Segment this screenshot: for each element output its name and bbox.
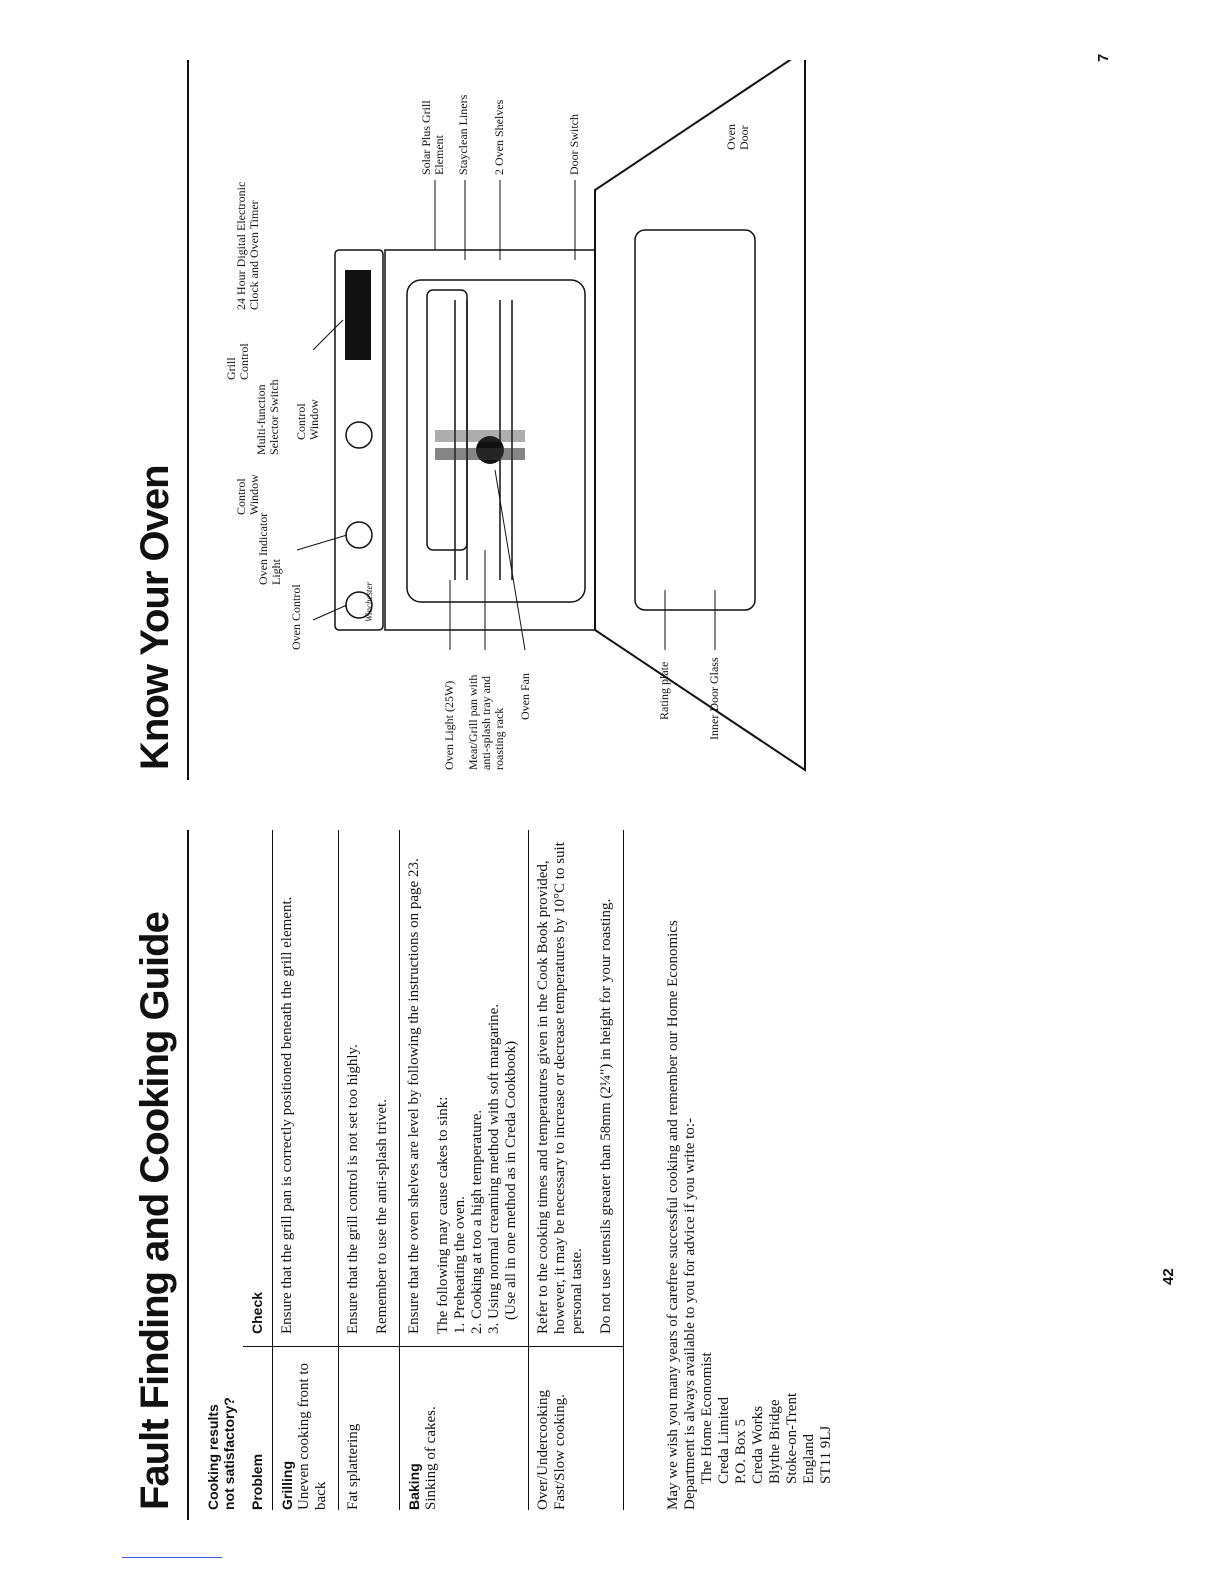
fault-finding-panel: Fault Finding and Cooking Guide Cooking … — [125, 820, 834, 1520]
problem-text: Over/Undercooking Fast/Slow cooking. — [535, 1390, 568, 1510]
label-control-window-2: Control Window — [294, 399, 321, 440]
section-subheading: Cooking results not satisfactory? — [205, 1397, 237, 1510]
check-text: Ensure that the grill control is not set… — [345, 1044, 361, 1334]
table-header-row: Problem Check — [243, 830, 273, 1510]
label-solar-plus: Solar Plus Grill Element — [419, 100, 446, 175]
address-line: P.O. Box 5 — [733, 1418, 749, 1484]
control-panel-outline — [334, 249, 384, 631]
clock-display — [345, 270, 371, 360]
group-label-grilling: Grilling — [279, 1461, 295, 1510]
label-grill-control: Grill Control — [224, 343, 251, 380]
problem-text: Uneven cooking front to back — [296, 1362, 329, 1510]
oven-diagram: Oven Control Oven Indicator Light Contro… — [195, 48, 885, 780]
closing-paragraph: May we wish you many years of carefree s… — [665, 910, 835, 1510]
check-text: Remember to use the anti-splash trivet. — [374, 1099, 390, 1334]
page-title: Know Your Oven — [133, 465, 177, 770]
label-oven-fan: Oven Fan — [518, 673, 532, 720]
oven-door-outline — [594, 48, 806, 772]
list-item: 3. Using normal creaming method with sof… — [486, 1003, 502, 1334]
column-header-check: Check — [243, 830, 273, 1347]
page-number-right: 7 — [1095, 53, 1112, 62]
fault-finding-table: Problem Check Grilling Uneven cooking fr… — [243, 830, 624, 1510]
title-rule — [187, 60, 189, 780]
problem-text: Fat splattering — [345, 1423, 361, 1510]
list-note: (Use all in one method as in Creda Cookb… — [503, 1040, 519, 1320]
group-label-baking: Baking — [406, 1463, 422, 1510]
address-line: ST11 9LJ — [818, 1425, 834, 1484]
list-item: 1. Preheating the oven. — [452, 1196, 468, 1334]
address-line: Creda Works — [750, 1405, 766, 1484]
label-oven-control: Oven Control — [289, 584, 303, 650]
table-row: Grilling Uneven cooking front to back En… — [272, 830, 339, 1510]
address-line: England — [801, 1434, 817, 1484]
label-control-window: Control Window — [234, 474, 261, 515]
table-row: Fat splattering Ensure that the grill co… — [338, 830, 400, 1510]
table-row: Over/Undercooking Fast/Slow cooking. Ref… — [528, 830, 624, 1510]
title-rule — [187, 830, 189, 1520]
label-door-switch: Door Switch — [567, 114, 581, 175]
address-block: The Home Economist Creda Limited P.O. Bo… — [699, 910, 835, 1484]
check-text: Ensure that the grill pan is correctly p… — [279, 896, 295, 1334]
table-row: Baking Sinking of cakes. Ensure that the… — [399, 830, 529, 1510]
scan-artifact-line — [122, 1557, 222, 1558]
check-text: Do not use utensils greater than 58mm (2… — [598, 898, 614, 1334]
check-intro: The following may cause cakes to sink: — [435, 1096, 451, 1334]
label-oven-light: Oven Light (25W) — [442, 680, 456, 770]
label-clock: 24 Hour Digital Electronic Clock and Ove… — [234, 181, 261, 310]
label-shelves: 2 Oven Shelves — [492, 99, 506, 175]
address-line: Blythe Bridge — [767, 1399, 783, 1484]
label-inner-door-glass: Inner Door Glass — [707, 657, 721, 740]
panel-brand: Winchester — [364, 582, 374, 622]
oven-cavity-outline — [406, 279, 586, 603]
label-meat-grill-pan: Meat/Grill pan with anti-splash tray and… — [466, 674, 506, 770]
selector-knob — [345, 521, 373, 549]
address-line: Stoke-on-Trent — [784, 1392, 800, 1484]
label-rating-plate: Rating plate — [657, 661, 671, 720]
column-header-problem: Problem — [243, 1346, 273, 1510]
label-multi-function-selector: Multi-function Selector Switch — [254, 379, 281, 455]
problem-text: Sinking of cakes. — [423, 1406, 439, 1510]
address-line: Creda Limited — [716, 1396, 732, 1484]
label-oven-indicator-light: Oven Indicator Light — [256, 512, 283, 585]
check-text: Ensure that the oven shelves are level b… — [406, 858, 422, 1334]
know-your-oven-panel: Know Your Oven — [125, 48, 895, 780]
grill-control-knob — [345, 421, 373, 449]
address-line: The Home Economist — [699, 1352, 715, 1484]
page-number-left: 42 — [1160, 1268, 1177, 1285]
page-title: Fault Finding and Cooking Guide — [133, 912, 177, 1510]
list-item: 2. Cooking at too a high temperature. — [469, 1109, 485, 1334]
closing-text: May we wish you many years of carefree s… — [665, 920, 698, 1510]
check-text: Refer to the cooking times and temperatu… — [535, 842, 585, 1334]
label-oven-door: Oven Door — [724, 124, 751, 150]
label-stayclean: Stayclean Liners — [456, 94, 470, 175]
